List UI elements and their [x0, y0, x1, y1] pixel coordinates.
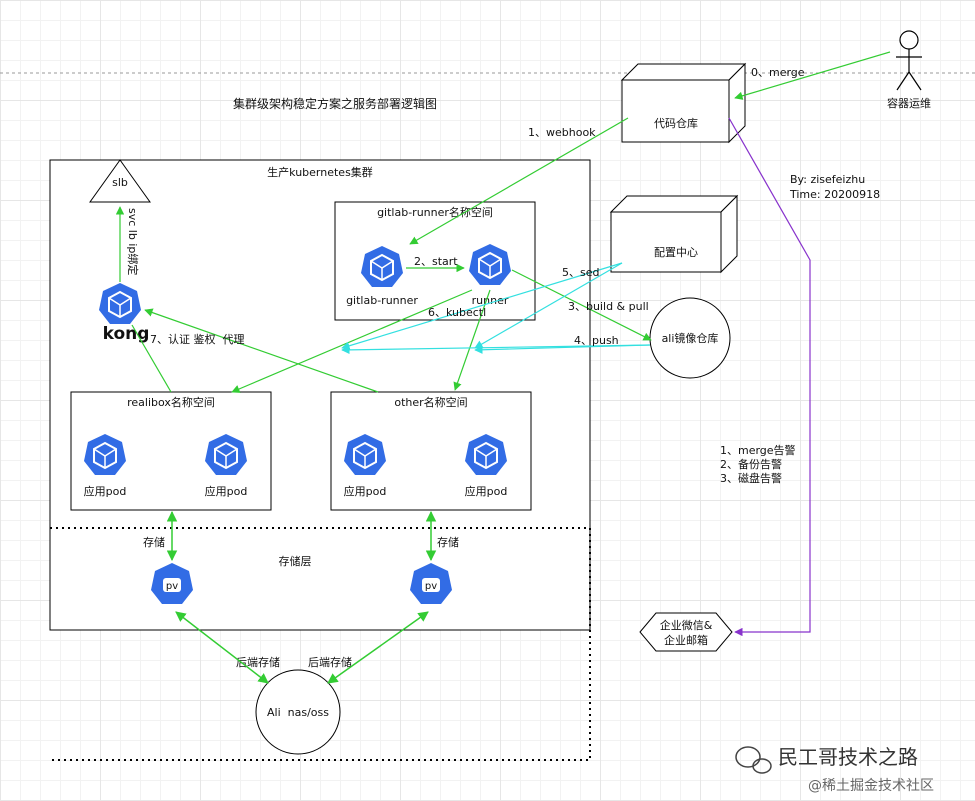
diagram-title: 集群级架构稳定方案之服务部署逻辑图 — [233, 96, 437, 111]
other-pod-label-2: 应用pod — [465, 484, 508, 498]
notify-line1: 企业微信& — [660, 618, 713, 632]
alert-2: 2、备份告警 — [720, 457, 782, 471]
alert-1: 1、merge告警 — [720, 443, 796, 457]
step-webhook-label: 1、webhook — [528, 126, 596, 139]
edge-sed-other — [474, 262, 623, 349]
backend-storage-left-label: 后端存储 — [236, 655, 280, 669]
ali-nas-oss-node — [255, 669, 341, 755]
author-by: By: zisefeizhu — [790, 173, 865, 186]
store-right-label: 存储 — [437, 535, 459, 549]
edge-pv-left-nas — [175, 611, 269, 684]
pv-right-label: pv — [425, 581, 437, 592]
gitlab-runner-label: gitlab-runner — [346, 294, 418, 307]
step-push-label: 4、push — [574, 334, 619, 347]
edge-auth-realibox — [131, 324, 172, 393]
runner-label: runner — [472, 294, 509, 307]
edge-kubectl-realibox — [231, 289, 473, 393]
step-start-label: 2、start — [414, 255, 458, 268]
backend-storage-right-label: 后端存储 — [308, 655, 352, 669]
realibox-ns-label: realibox名称空间 — [127, 395, 215, 409]
store-left-label: 存储 — [143, 535, 165, 549]
storage-layer-label: 存储层 — [279, 554, 312, 568]
other-ns-label: other名称空间 — [394, 395, 467, 409]
edge-alert-notify — [728, 117, 811, 637]
code-repo-node — [620, 62, 747, 144]
edge-auth-other — [144, 308, 379, 393]
ali-registry-label: ali镜像仓库 — [662, 331, 719, 345]
step-merge-label: 0、merge — [751, 66, 805, 79]
kong-label: kong — [103, 324, 150, 344]
alert-3: 3、磁盘告警 — [720, 471, 782, 485]
edge-sed-realibox — [341, 262, 623, 350]
config-center-node — [609, 194, 739, 274]
edge-build-pull — [511, 269, 652, 341]
gitlab-ns-label: gitlab-runner名称空间 — [377, 205, 493, 219]
edge-webhook — [409, 117, 629, 245]
pv-left-label: pv — [166, 581, 178, 592]
config-center-label: 配置中心 — [654, 246, 698, 259]
ali-nas-oss-label: Ali nas/oss — [267, 706, 329, 719]
ops-person-icon — [896, 30, 922, 91]
wechat-logo-icon — [735, 746, 772, 774]
step-auth-label: 7、认证 鉴权 代理 — [150, 333, 245, 346]
slb-node — [89, 159, 151, 203]
watermark-sub: @稀土掘金技术社区 — [808, 778, 934, 794]
storage-layer-box — [50, 527, 591, 761]
edge-merge — [734, 51, 891, 100]
edge-push-other — [474, 344, 651, 354]
ops-label: 容器运维 — [887, 96, 931, 110]
other-pod-label-1: 应用pod — [344, 484, 387, 498]
realibox-pod-label-2: 应用pod — [205, 484, 248, 498]
svc-lb-ip-label: svc lb ip绑定 — [126, 208, 140, 275]
edge-pv-right-nas — [327, 611, 429, 684]
slb-label: slb — [112, 176, 128, 189]
notify-line2: 企业邮箱 — [664, 633, 708, 647]
realibox-pod-label-1: 应用pod — [84, 484, 127, 498]
watermark-brand: 民工哥技术之路 — [778, 745, 918, 769]
edge-push-realibox — [341, 344, 651, 355]
author-time: Time: 20200918 — [789, 188, 880, 201]
step-sed-label: 5、sed — [562, 266, 599, 279]
cluster-label: 生产kubernetes集群 — [267, 165, 373, 179]
code-repo-label: 代码仓库 — [654, 116, 698, 130]
step-kubectl-label: 6、kubectl — [428, 306, 486, 319]
step-build-label: 3、build & pull — [568, 300, 649, 313]
edge-kubectl-other — [453, 289, 491, 391]
notify-node — [639, 612, 733, 652]
